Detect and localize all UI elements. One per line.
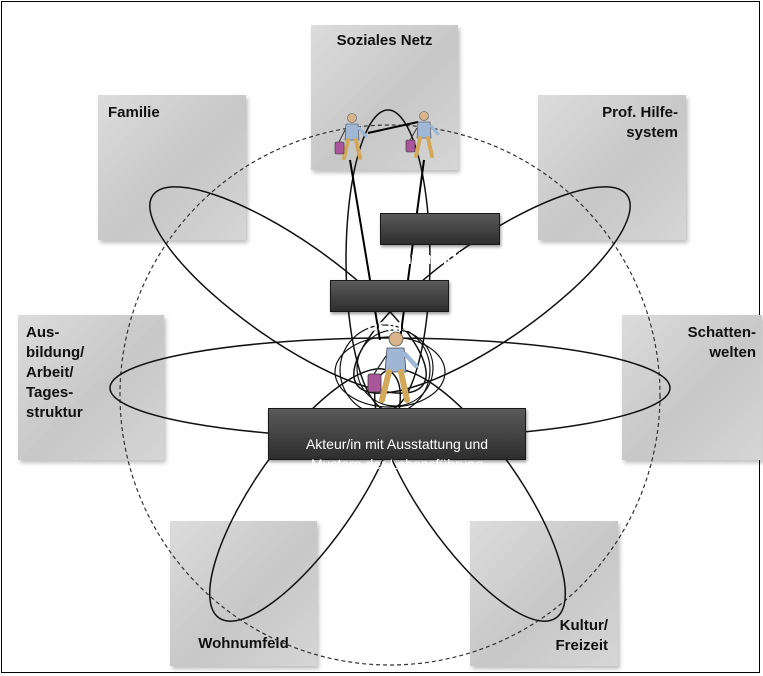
- center-circle-2: [356, 329, 434, 407]
- box-prof-hilfesystem: Prof. Hilfe- system: [538, 95, 686, 240]
- interaktion-label-text: Interaktion: [396, 249, 484, 268]
- person-with-suitcase-icon: [334, 113, 368, 160]
- box-soziales-netz-label: Soziales Netz: [336, 32, 433, 49]
- outer-dashed-circle: [119, 124, 661, 666]
- box-familie-label: Familie: [108, 104, 160, 121]
- person-with-suitcase-icon: [405, 111, 440, 158]
- position-label: Position: [330, 280, 449, 335]
- box-familie: Familie: [98, 95, 246, 240]
- box-prof-hilfesystem-label: Prof. Hilfe- system: [602, 104, 678, 141]
- box-schattenwelten-label: Schatten- welten: [687, 324, 756, 361]
- akteur-label: Akteur/in mit Ausstattung und Mustern de…: [268, 408, 526, 472]
- akteur-label-text: Akteur/in mit Ausstattung und Mustern de…: [305, 436, 489, 472]
- box-kultur-freizeit-label: Kultur/ Freizeit: [555, 617, 608, 654]
- orbit-diagonal-hilfe: [353, 186, 631, 394]
- box-wohnumfeld: Wohnumfeld: [170, 521, 317, 666]
- box-ausbildung: Aus- bildung/ Arbeit/ Tages- struktur: [18, 315, 164, 460]
- box-schattenwelten: Schatten- welten: [622, 315, 762, 460]
- box-kultur-freizeit: Kultur/ Freizeit: [470, 521, 618, 666]
- position-label-text: Position: [355, 316, 424, 335]
- connection-line-between-persons: [367, 121, 419, 134]
- orbit-diagonal-familie: [149, 186, 427, 394]
- box-wohnumfeld-label: Wohnumfeld: [198, 635, 289, 652]
- person-with-suitcase-icon: [367, 331, 419, 403]
- orbit-diagonal-kultur: [373, 368, 567, 622]
- box-ausbildung-label: Aus- bildung/ Arbeit/ Tages- struktur: [26, 324, 85, 421]
- interaktion-label: Interaktion: [380, 213, 500, 268]
